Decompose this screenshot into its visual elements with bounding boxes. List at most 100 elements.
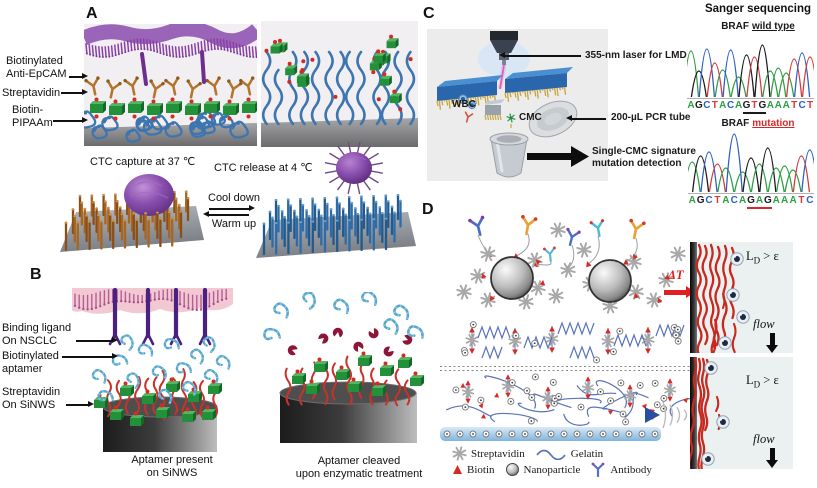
label-wbc: WBC <box>452 99 476 110</box>
legend-row-1: Streptavidin Gelatin <box>452 446 613 461</box>
extended-chain <box>310 50 321 126</box>
aptamer-icon <box>393 304 410 321</box>
seq-base: A <box>781 195 789 206</box>
streptavidin-star <box>548 288 564 304</box>
charged-dot <box>508 430 516 438</box>
biotin-triangle <box>535 259 542 265</box>
label-warm-up: Warm up <box>211 218 257 230</box>
biotin-triangle <box>586 261 592 268</box>
streptavidin-star <box>663 383 677 397</box>
seq-base: G <box>763 195 773 209</box>
label-pcr-tube: 200-µL PCR tube <box>611 112 691 123</box>
seq-base: G <box>742 100 751 114</box>
seq-base: A <box>722 195 730 206</box>
biotin-triangle <box>494 392 500 398</box>
seq-base: T <box>791 100 798 111</box>
extended-chain <box>405 50 416 126</box>
chromatogram-peak <box>733 171 752 193</box>
biotin-triangle <box>607 410 614 415</box>
chromatogram-peak <box>714 69 731 98</box>
charged-dot <box>653 401 661 409</box>
seq-base: A <box>734 100 743 111</box>
delta-t-arrow <box>664 286 695 298</box>
binding-ligand <box>141 287 155 346</box>
cell-icon <box>704 361 718 375</box>
aptamer-icon <box>361 292 378 307</box>
biotin-triangle <box>545 386 551 392</box>
laser-beam <box>499 64 505 90</box>
extended-chain <box>356 50 366 126</box>
caption-aptamer-cleaved: Aptamer cleaved upon enzymatic treatment <box>295 455 423 480</box>
streptavidin-star <box>518 294 534 310</box>
pipaam-strand <box>152 376 159 415</box>
nanowire-array-capture <box>60 174 204 252</box>
biotin-triangle <box>667 396 673 402</box>
charged-dot <box>612 430 620 438</box>
charged-dot <box>651 430 659 438</box>
pipaam-strand <box>180 368 188 419</box>
label-laser: 355-nm laser for LMD <box>585 50 687 61</box>
streptavidin-cube <box>120 381 134 396</box>
streptavidin-cube <box>373 49 386 63</box>
lmd-setup-illustration <box>427 29 608 181</box>
extended-chain <box>324 50 334 126</box>
label-binding-ligand: Binding ligand On NSCLC <box>2 322 72 347</box>
arrow-tube-label <box>566 115 606 121</box>
aptamer-icon <box>157 388 173 405</box>
antibody-y <box>589 219 605 238</box>
charged-dot <box>607 397 615 405</box>
charged-dot <box>549 379 557 386</box>
aptamer-icon <box>273 302 289 319</box>
biotin-triangle <box>645 348 651 354</box>
charged-dot <box>507 398 515 405</box>
seq-base: C <box>727 100 735 111</box>
polymer-strand <box>697 357 703 469</box>
pipaam-coil <box>125 128 142 143</box>
pcr-tube-lid <box>528 100 578 138</box>
streptavidin-star <box>465 333 479 347</box>
antibody-y <box>106 79 122 99</box>
streptavidin-cube <box>379 72 392 86</box>
pipaam-strand <box>284 367 292 406</box>
flow-arrow-bottom <box>766 448 779 468</box>
panel-a-release-chemistry-illustration <box>261 21 418 147</box>
arrow-anti-epcam <box>69 73 88 79</box>
pipaam-strand <box>345 355 353 406</box>
pipaam-strand <box>403 379 411 406</box>
seq-base: A <box>687 100 695 111</box>
biotin-triangle <box>549 347 555 353</box>
streptavidin-cube <box>398 353 412 368</box>
flow-label-top: flow <box>753 317 775 331</box>
enzyme-icon <box>353 341 364 352</box>
enzyme-icon <box>402 334 413 345</box>
charged-dot <box>573 430 581 438</box>
charged-dot <box>622 418 630 426</box>
aptamer-icon <box>126 372 140 389</box>
legend-biotin: Biotin <box>467 463 495 476</box>
streptavidin-cube <box>314 357 328 372</box>
arrow-biotin-pipaam <box>53 117 88 123</box>
biotin-triangle <box>465 398 471 404</box>
nanowire-array-release <box>256 142 416 258</box>
chromatogram-peak <box>801 56 814 98</box>
streptavidin-star <box>623 389 637 403</box>
arrow-laser-label <box>499 52 581 58</box>
pipaam-coil <box>91 124 108 140</box>
seq-base: C <box>730 195 738 206</box>
aptamer-icon <box>163 337 180 350</box>
legend-gelatin: Gelatin <box>570 447 604 460</box>
seq-base: C <box>703 100 711 111</box>
cell-icon <box>730 252 744 266</box>
chromatogram-peak <box>738 54 755 98</box>
antibody-y <box>227 79 243 99</box>
arrow-streptavidin-sinws <box>66 401 94 407</box>
charged-dot <box>617 379 625 387</box>
streptavidin-cube <box>202 405 216 420</box>
cell-icon <box>701 452 715 466</box>
panel-a-capture-chemistry-illustration <box>84 24 257 146</box>
charged-dot <box>636 381 644 389</box>
biotin-triangle <box>623 259 629 265</box>
caption-aptamer-present: Aptamer present on SiNWS <box>131 454 213 479</box>
